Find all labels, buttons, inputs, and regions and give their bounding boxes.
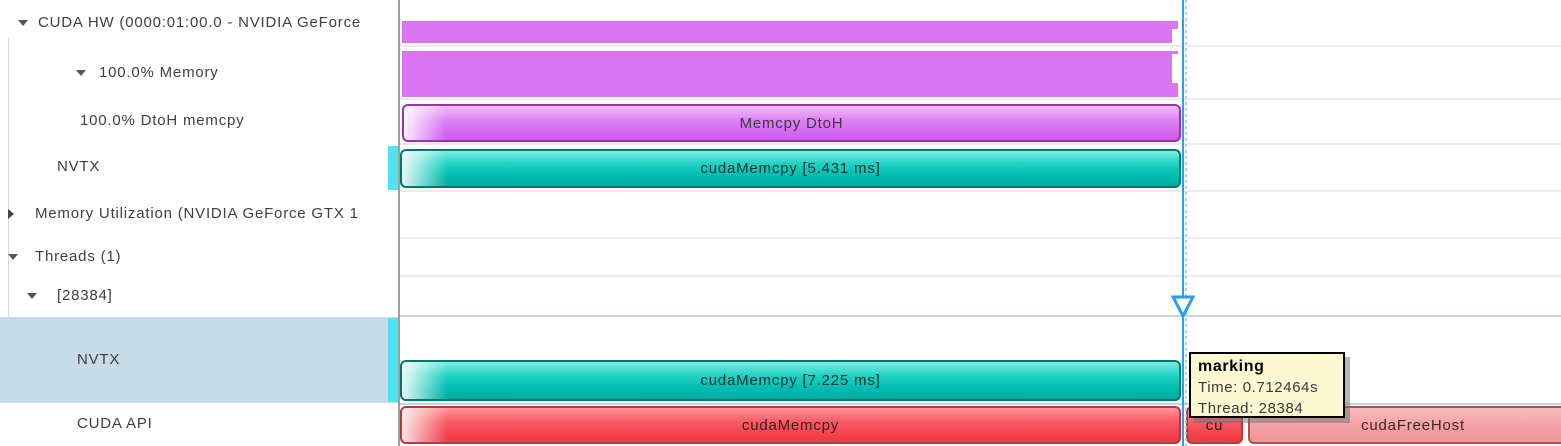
time-marker-line[interactable] xyxy=(1182,0,1184,446)
collapse-arrow-icon[interactable] xyxy=(18,20,28,26)
tree-row-label: 100.0% Memory xyxy=(99,64,219,81)
bar-gap-notch xyxy=(1172,29,1178,43)
collapse-arrow-icon[interactable] xyxy=(8,254,18,260)
tree-row-memory-utilization[interactable]: Memory Utilization (NVIDIA GeForce GTX 1 xyxy=(0,203,398,225)
selected-row-highlight xyxy=(0,317,398,403)
bar-label: Memcpy DtoH xyxy=(739,114,844,132)
bar-label: cu xyxy=(1205,416,1224,434)
tree-row-label: NVTX xyxy=(77,351,121,368)
time-marker-handle-icon[interactable] xyxy=(1170,294,1196,320)
tree-row-cuda-api[interactable]: CUDA API xyxy=(0,413,398,435)
row-gridline xyxy=(400,190,1561,192)
bar-label: cudaMemcpy xyxy=(741,416,840,434)
tree-row-label: 100.0% DtoH memcpy xyxy=(80,112,245,129)
row-tree-panel: CUDA HW (0000:01:00.0 - NVIDIA GeForce 1… xyxy=(0,0,398,446)
tree-row-label: [28384] xyxy=(57,287,113,304)
tree-row-threads[interactable]: Threads (1) xyxy=(0,246,398,268)
timeline-bar-nvtx-cudamemcpy-thread[interactable]: cudaMemcpy [7.225 ms] xyxy=(400,360,1181,401)
tree-row-label: NVTX xyxy=(57,158,101,175)
time-marker-dashes xyxy=(1185,0,1187,446)
row-gridline xyxy=(400,143,1561,145)
row-gridline xyxy=(400,237,1561,239)
tree-row-dtoh-memcpy[interactable]: 100.0% DtoH memcpy xyxy=(0,110,398,132)
tooltip-thread: Thread: 28384 xyxy=(1198,400,1304,417)
bar-gap-notch xyxy=(1172,54,1179,83)
tree-guide-line xyxy=(8,38,9,318)
tree-row-nvtx-thread[interactable]: NVTX xyxy=(0,349,398,371)
tree-row-label: CUDA API xyxy=(77,415,153,432)
collapse-arrow-icon[interactable] xyxy=(76,70,86,76)
bar-label: cudaMemcpy [7.225 ms] xyxy=(700,372,881,389)
row-gridline xyxy=(400,45,1561,47)
row-gridline xyxy=(400,98,1561,100)
bar-label: cudaFreeHost xyxy=(1361,416,1465,434)
collapse-arrow-icon[interactable] xyxy=(27,293,37,299)
tooltip-title: marking xyxy=(1198,358,1265,375)
timeline-bar-cuda-hw-activity[interactable] xyxy=(402,21,1178,43)
marker-tooltip: marking Time: 0.712464s Thread: 28384 xyxy=(1189,352,1345,418)
tree-row-label: Memory Utilization (NVIDIA GeForce GTX 1 xyxy=(35,205,359,222)
tree-row-label: Threads (1) xyxy=(35,248,122,265)
row-gridline xyxy=(400,315,1561,317)
timeline-bar-nvtx-cudamemcpy-gpu[interactable]: cudaMemcpy [5.431 ms] xyxy=(400,149,1181,188)
tooltip-time: Time: 0.712464s xyxy=(1198,379,1319,396)
nvtx-color-strip xyxy=(388,318,398,402)
tree-row-label: CUDA HW (0000:01:00.0 - NVIDIA GeForce xyxy=(38,14,362,31)
row-gridline xyxy=(400,403,1561,405)
tree-row-memory[interactable]: 100.0% Memory xyxy=(0,62,398,84)
panel-divider[interactable] xyxy=(398,0,400,446)
tree-row-thread-28384[interactable]: [28384] xyxy=(0,285,398,307)
timeline-bar-memcpy-dtoh[interactable]: Memcpy DtoH xyxy=(402,104,1181,142)
timeline-bar-memory-activity[interactable] xyxy=(402,51,1178,97)
tree-row-cuda-hw[interactable]: CUDA HW (0000:01:00.0 - NVIDIA GeForce xyxy=(0,12,398,34)
bar-label: cudaMemcpy [5.431 ms] xyxy=(700,160,881,177)
tree-row-nvtx-gpu[interactable]: NVTX xyxy=(0,156,398,178)
timeline-bar-api-cudamemcpy[interactable]: cudaMemcpy xyxy=(400,406,1181,444)
timeline-bar-api-cudafreehost[interactable]: cudaFreeHost xyxy=(1248,406,1561,444)
row-gridline xyxy=(400,275,1561,277)
nvtx-color-strip xyxy=(388,146,398,190)
expand-arrow-icon[interactable] xyxy=(8,209,14,219)
